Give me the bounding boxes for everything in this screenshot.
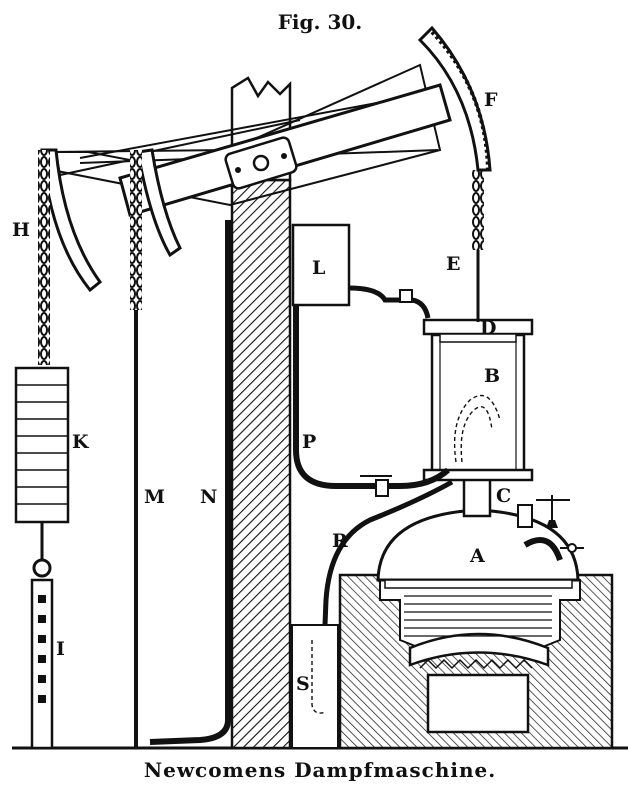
chain-e bbox=[472, 170, 484, 250]
cistern-s bbox=[291, 624, 339, 749]
injection-valve bbox=[360, 475, 392, 497]
label-r: R bbox=[332, 530, 348, 552]
label-b: B bbox=[484, 365, 500, 387]
label-p: P bbox=[302, 431, 316, 453]
label-k: K bbox=[72, 431, 90, 453]
boiler bbox=[376, 495, 584, 637]
label-d: D bbox=[480, 317, 496, 339]
chain-h bbox=[38, 150, 50, 365]
figure-title: Fig. 30. bbox=[277, 10, 363, 34]
arch-head-left bbox=[40, 148, 103, 293]
label-c: C bbox=[496, 485, 511, 507]
label-f: F bbox=[484, 89, 498, 111]
label-m: M bbox=[144, 486, 165, 508]
furnace-masonry bbox=[338, 573, 614, 750]
pump-ring bbox=[32, 558, 52, 578]
label-e: E bbox=[446, 253, 460, 275]
water-tank bbox=[291, 223, 431, 319]
label-n: N bbox=[200, 486, 217, 508]
label-h: H bbox=[12, 219, 30, 241]
figure-caption: Newcomens Dampfmaschine. bbox=[143, 758, 497, 782]
pump-barrel bbox=[30, 578, 54, 750]
chain-m bbox=[130, 150, 142, 310]
label-l: L bbox=[312, 257, 325, 279]
label-a: A bbox=[469, 545, 485, 567]
arch-m bbox=[136, 148, 182, 258]
injection-pipe bbox=[293, 305, 450, 489]
cylinder bbox=[422, 318, 534, 482]
counterweight bbox=[14, 366, 70, 524]
pipe-n bbox=[149, 220, 231, 745]
label-i: I bbox=[56, 638, 65, 660]
arch-chain-right bbox=[430, 30, 490, 171]
label-s: S bbox=[296, 673, 310, 695]
